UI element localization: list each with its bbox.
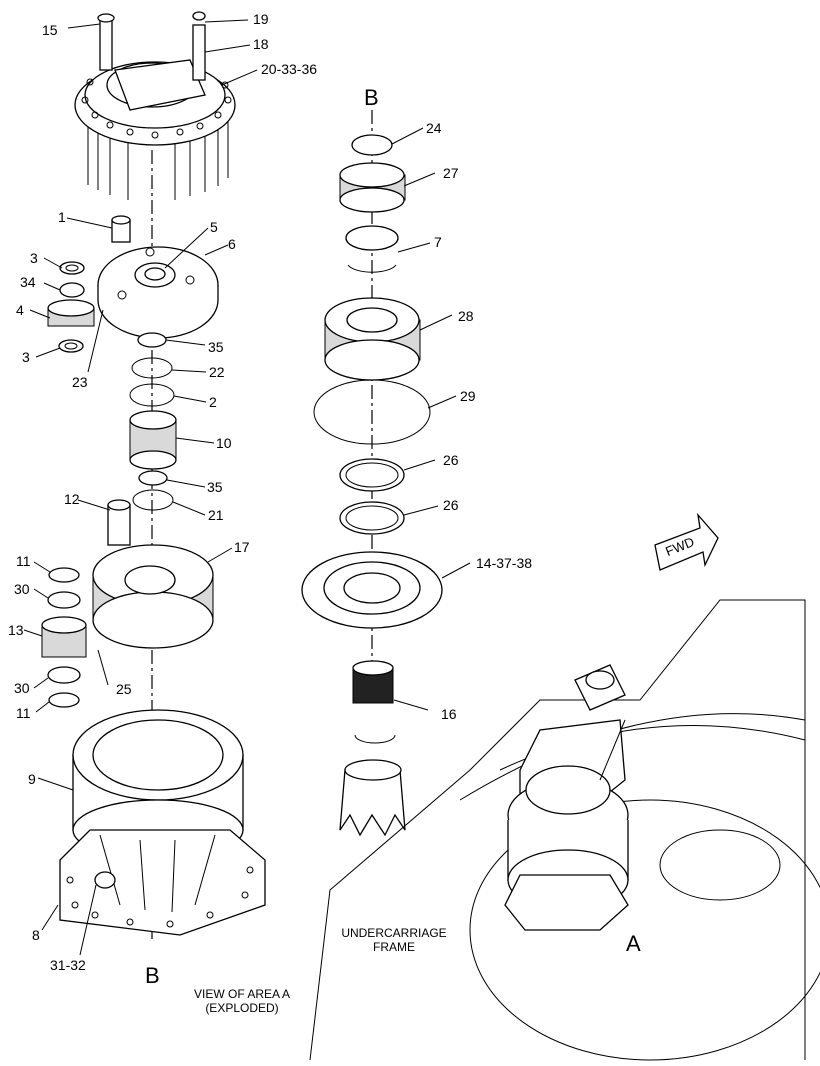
callout-30-bottom: 30 — [14, 680, 30, 696]
upper-structure — [309, 599, 820, 1061]
callout-4: 4 — [16, 302, 24, 318]
leader-lines — [23, 19, 626, 956]
view-caption-line-1: VIEW OF AREA A — [193, 987, 291, 1001]
callout-29: 29 — [460, 388, 476, 404]
callout-2: 2 — [209, 394, 217, 410]
ring-gear-9 — [72, 709, 244, 861]
view-caption-line-2: (EXPLODED) — [205, 1000, 279, 1015]
callout-18: 18 — [253, 36, 269, 52]
rings-35-22-2 — [129, 332, 175, 407]
callout-26-bottom: 26 — [443, 497, 459, 513]
section-marker-b-top: B — [364, 85, 379, 110]
callout-31-32: 31-32 — [50, 957, 86, 973]
callout-25: 25 — [116, 681, 132, 697]
callout-16: 16 — [441, 706, 457, 722]
undercarriage-line-2: FRAME — [373, 939, 415, 954]
callout-30-top: 30 — [14, 581, 30, 597]
callout-3-top: 3 — [30, 250, 38, 266]
carrier-6 — [97, 215, 219, 339]
callout-17: 17 — [234, 539, 250, 555]
callout-24: 24 — [426, 120, 442, 136]
callout-8: 8 — [32, 927, 40, 943]
undercarriage-frame-label: UNDERCARRIAGE FRAME — [335, 926, 453, 955]
callout-6: 6 — [228, 236, 236, 252]
callout-35-top: 35 — [208, 339, 224, 355]
rings-35-21 — [132, 470, 174, 511]
callout-10: 10 — [216, 435, 232, 451]
area-marker-a: A — [626, 931, 641, 956]
callout-27: 27 — [443, 165, 459, 181]
undercarriage-line-1: UNDERCARRIAGE — [341, 926, 447, 940]
callout-11-bottom: 11 — [16, 705, 31, 721]
view-caption: VIEW OF AREA A (EXPLODED) — [186, 987, 298, 1016]
callout-1: 1 — [58, 209, 66, 225]
callout-12: 12 — [64, 491, 80, 507]
callout-14-37-38: 14-37-38 — [476, 555, 533, 571]
callout-3-bottom: 3 — [22, 349, 30, 365]
callout-13: 13 — [8, 622, 24, 638]
carrier-17 — [92, 499, 214, 649]
gear-13-stack — [41, 567, 87, 708]
callout-28: 28 — [458, 308, 474, 324]
sun-gear-10 — [129, 410, 177, 470]
callout-11-top: 11 — [16, 553, 31, 569]
callout-5: 5 — [210, 219, 218, 235]
gear-4-washers — [47, 261, 95, 353]
callout-19: 19 — [253, 11, 269, 27]
callout-7: 7 — [434, 234, 442, 250]
callout-34: 34 — [20, 274, 36, 290]
callout-26-top: 26 — [443, 452, 459, 468]
callout-21: 21 — [208, 507, 224, 523]
callout-15: 15 — [42, 22, 58, 38]
callout-9: 9 — [28, 771, 36, 787]
callout-22: 22 — [209, 364, 225, 380]
motor-housing — [74, 11, 236, 200]
section-marker-b-bottom: B — [145, 963, 160, 988]
right-stack — [301, 134, 443, 837]
housing-8 — [59, 829, 266, 936]
callout-23: 23 — [72, 374, 88, 390]
callout-35-bottom: 35 — [207, 479, 223, 495]
fwd-arrow — [654, 512, 719, 571]
callout-20-33-36: 20-33-36 — [261, 61, 318, 77]
